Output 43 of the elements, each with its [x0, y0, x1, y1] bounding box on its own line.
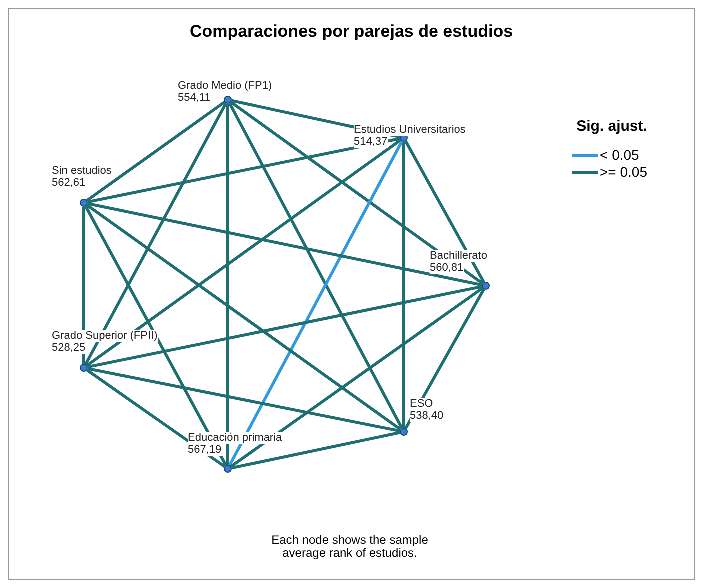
connector-line — [88, 137, 400, 204]
connector-line — [86, 139, 402, 367]
connector-line — [86, 101, 226, 202]
node-dot — [80, 199, 88, 207]
connector-line — [228, 102, 404, 430]
connector-line — [404, 288, 486, 430]
connector-line — [88, 285, 482, 369]
node-label: ESO — [410, 398, 434, 410]
legend-title: Sig. ajust. — [576, 118, 648, 135]
connector-line — [228, 140, 404, 466]
rank-value: 554,11 — [178, 92, 211, 104]
connector-line — [88, 202, 482, 287]
node-label: Sin estudios — [52, 165, 112, 177]
chart-title: Comparaciones por parejas de estudios — [188, 22, 514, 42]
node-dot — [80, 364, 88, 372]
rank-value: 562,61 — [52, 177, 86, 189]
node-label: Bachillerato — [430, 250, 488, 262]
connector-line — [226, 104, 230, 465]
connector-line — [84, 206, 228, 466]
connector-line — [230, 101, 484, 285]
legend-text: >= 0.05 — [600, 164, 648, 180]
node-dot — [224, 465, 232, 473]
connector-line — [232, 431, 400, 470]
node-dot — [400, 428, 408, 436]
node-label: Grado Medio (FP1) — [178, 80, 272, 92]
connector-line — [402, 142, 406, 428]
connector-line — [230, 287, 484, 468]
node-label: Estudios Universitarios — [354, 124, 466, 136]
node-dot — [482, 282, 490, 290]
connector-line — [84, 102, 228, 366]
connector-line — [86, 369, 226, 468]
node-label: Educación primaria — [188, 432, 282, 444]
connector-line — [88, 367, 400, 433]
node-dot — [224, 96, 232, 104]
rank-value: 514,37 — [354, 136, 388, 148]
rank-value: 560,81 — [430, 262, 464, 274]
caption: Each node shows the sample average rank of estudios. — [270, 534, 430, 560]
rank-value: 567,19 — [188, 444, 222, 456]
rank-value: 528,25 — [52, 342, 86, 354]
connector-line — [404, 140, 486, 284]
legend-text: < 0.05 — [600, 147, 640, 163]
node-label: Grado Superior (FPII) — [52, 330, 158, 342]
rank-value: 538,40 — [410, 410, 444, 422]
